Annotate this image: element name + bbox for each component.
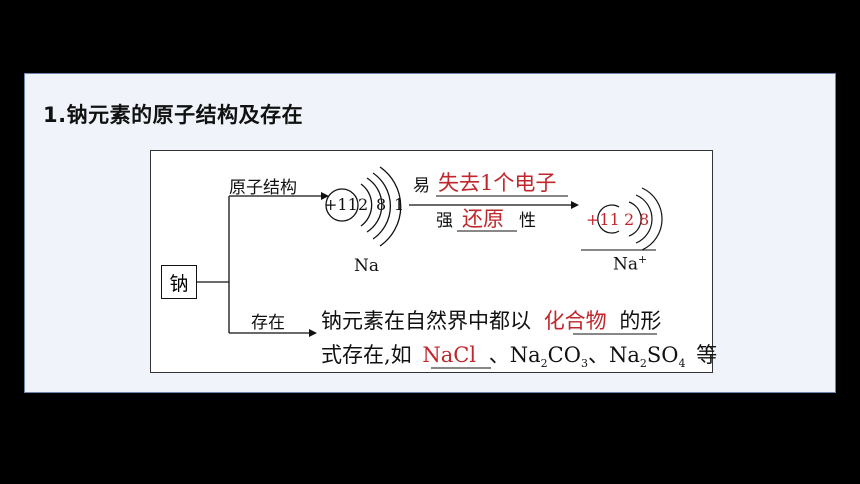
- atom-nucleus-charge: +11: [324, 195, 358, 214]
- ion-charge: +: [638, 253, 648, 266]
- slide-panel: 1.钠元素的原子结构及存在: [24, 73, 836, 393]
- arrow-below-answer: 还原: [462, 207, 504, 231]
- sodium-diagram: 钠 原子结构 存在 +11 2 8 1 Na 易 失去1个电子 强 还原 性 +…: [150, 150, 717, 373]
- atom-shell-1: 2: [358, 195, 369, 214]
- compound-3-sub2: 4: [678, 357, 686, 371]
- arrow-above-prefix: 易: [413, 176, 430, 196]
- existence-line2: 式存在,如 NaCl 、Na2CO3、Na2SO4 等: [321, 343, 718, 371]
- existence-line1-prefix: 钠元素在自然界中都以: [321, 309, 531, 333]
- atom-shell-2: 8: [376, 195, 387, 214]
- ion-shell-1: 2: [624, 210, 635, 229]
- element-box-sodium: 钠: [161, 265, 197, 299]
- compound-3-main: Na: [608, 343, 640, 367]
- arrow-below-suffix: 性: [519, 211, 536, 231]
- diagram-lines: [197, 166, 663, 369]
- existence-line2-answer: NaCl: [422, 343, 477, 367]
- ion-symbol: Na+: [613, 254, 647, 274]
- compound-na2co3: Na2CO3: [509, 343, 588, 371]
- compound-2-sub1: 2: [540, 357, 548, 371]
- branch-label-existence: 存在: [251, 313, 285, 333]
- compound-3-sub1: 2: [639, 357, 647, 371]
- section-heading: 1.钠元素的原子结构及存在: [43, 103, 304, 127]
- atom-symbol: Na: [354, 256, 380, 276]
- compound-2-sub2: 3: [580, 357, 588, 371]
- atom-shell-3: 1: [394, 195, 405, 214]
- arrow-below-prefix: 强: [436, 211, 453, 231]
- separator-2: 、: [587, 343, 609, 367]
- atom-nucleus-circle: [325, 188, 359, 222]
- existence-line1-suffix: 的形: [619, 309, 662, 333]
- ion-nucleus-charge: +11: [586, 210, 620, 229]
- compound-2-mid: CO: [547, 343, 581, 367]
- branch-label-structure: 原子结构: [229, 178, 297, 198]
- existence-line2-suffix: 等: [696, 343, 718, 367]
- compound-2-main: Na: [509, 343, 541, 367]
- ion-shell-2: 8: [639, 210, 650, 229]
- compound-3-mid: SO: [646, 343, 679, 367]
- separator-1: 、: [488, 343, 510, 367]
- existence-line1: 钠元素在自然界中都以 化合物 的形: [321, 311, 661, 332]
- arrow-above-answer: 失去1个电子: [438, 171, 557, 195]
- existence-line2-prefix: 式存在,如: [321, 343, 412, 367]
- existence-line1-answer: 化合物: [543, 309, 607, 333]
- ion-symbol-text: Na: [613, 254, 639, 275]
- compound-na2so4: Na2SO4: [608, 343, 686, 371]
